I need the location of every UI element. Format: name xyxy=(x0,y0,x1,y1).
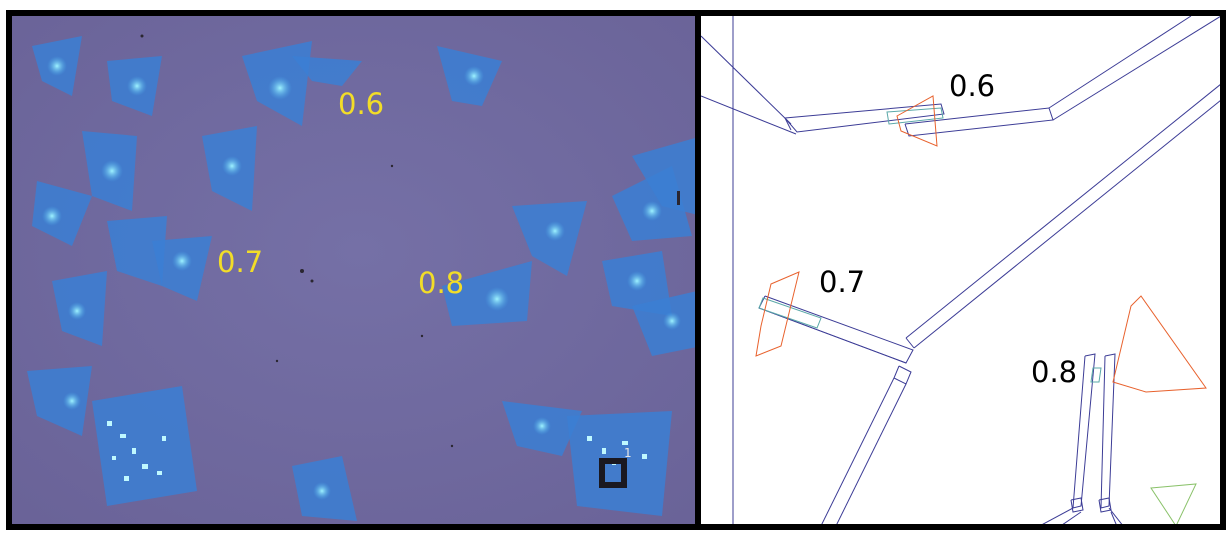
small-outline xyxy=(1150,483,1197,524)
flake xyxy=(92,386,197,506)
schematic-label-0-6: 0.6 xyxy=(949,69,996,103)
debris xyxy=(140,34,680,448)
schematic-label-0-7: 0.7 xyxy=(819,265,866,299)
flake xyxy=(27,366,92,436)
coupler-sections xyxy=(758,107,1102,383)
corner-digit: 1 xyxy=(624,446,632,460)
waveguides xyxy=(701,16,1220,524)
flake-outlines xyxy=(755,95,1207,393)
schematic-panel: 0.6 0.7 0.8 xyxy=(695,10,1226,530)
label-0-7: 0.7 xyxy=(217,245,264,279)
micrograph-panel: 0.6 0.7 0.8 1 xyxy=(6,10,701,530)
label-0-6: 0.6 xyxy=(338,87,385,121)
flake xyxy=(107,216,167,286)
flake xyxy=(32,181,92,246)
schematic-label-0-8: 0.8 xyxy=(1031,355,1078,389)
schematic-drawing xyxy=(701,16,1220,524)
label-0-8: 0.8 xyxy=(418,266,465,300)
flake xyxy=(292,56,362,86)
micrograph-image xyxy=(12,16,695,524)
marker-square xyxy=(599,458,627,488)
flake-centers xyxy=(42,56,681,500)
